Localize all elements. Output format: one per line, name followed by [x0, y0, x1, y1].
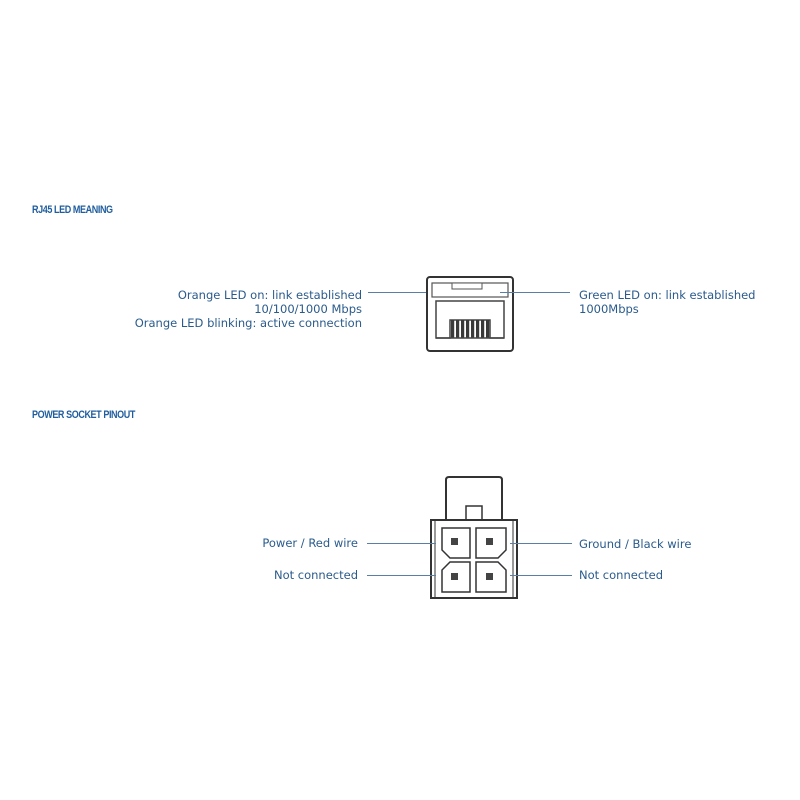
- green-led-label: Green LED on: link established 1000Mbps: [579, 288, 755, 316]
- rj45-port-icon: [426, 276, 514, 352]
- rj45-section-title: RJ45 LED MEANING: [32, 204, 113, 216]
- pin-top-left-label: Power / Red wire: [262, 536, 358, 550]
- pin-top-right-line: [510, 543, 572, 544]
- orange-led-line3: Orange LED blinking: active connection: [134, 316, 362, 330]
- power-socket-icon: [430, 476, 518, 599]
- pin-top-right-label: Ground / Black wire: [579, 537, 692, 551]
- green-led-line2: 1000Mbps: [579, 302, 639, 316]
- pin-top-left-line: [367, 543, 436, 544]
- pin-bottom-right-line: [510, 575, 572, 576]
- power-section-title: POWER SOCKET PINOUT: [32, 409, 135, 421]
- orange-led-label: Orange LED on: link established 10/100/1…: [135, 288, 362, 330]
- orange-led-line1: Orange LED on: link established: [177, 288, 362, 302]
- pin-bottom-left-label: Not connected: [273, 568, 358, 582]
- green-led-line1: Green LED on: link established: [579, 288, 756, 302]
- green-led-leader-line: [500, 292, 570, 293]
- pin-bottom-right-label: Not connected: [579, 568, 664, 582]
- pin-bottom-left-line: [367, 575, 436, 576]
- orange-led-leader-line: [368, 292, 436, 293]
- orange-led-line2: 10/100/1000 Mbps: [254, 302, 362, 316]
